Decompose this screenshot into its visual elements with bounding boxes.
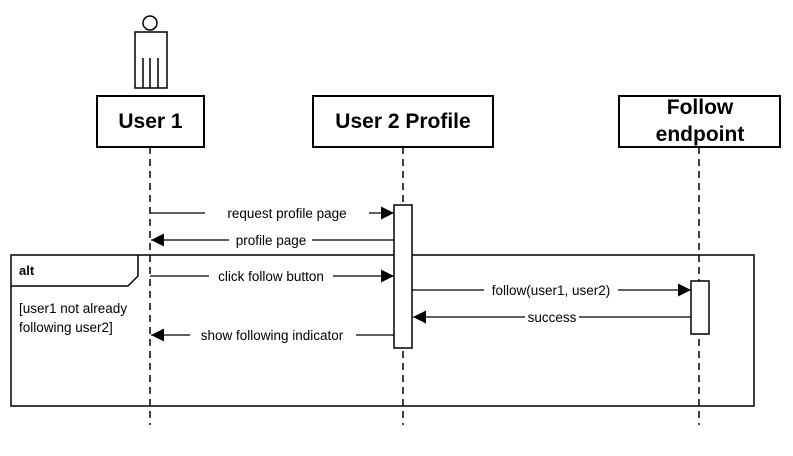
message-follow-call-label: follow(user1, user2) — [492, 283, 611, 298]
participant-follow-label-line1: Follow — [667, 96, 734, 119]
alt-guard-line2: following user2] — [19, 320, 113, 335]
participant-follow-label-line2: endpoint — [656, 123, 745, 146]
profile-activation-bar — [393, 204, 413, 349]
message-show-following-indicator-label: show following indicator — [201, 328, 344, 343]
participant-user1[interactable]: User 1 — [96, 95, 205, 148]
message-profile-page: profile page — [151, 232, 394, 248]
participant-user2-profile[interactable]: User 2 Profile — [312, 95, 494, 148]
message-success-label: success — [528, 310, 577, 325]
message-profile-page-label: profile page — [236, 233, 307, 248]
message-show-following-indicator: show following indicator — [151, 327, 394, 343]
actor-icon — [134, 15, 168, 89]
message-request-profile-page: request profile page — [150, 205, 394, 221]
follow-activation-bar — [690, 280, 710, 335]
alt-guard-line1: [user1 not already — [19, 301, 127, 316]
participant-follow-endpoint[interactable]: Follow endpoint — [618, 95, 781, 148]
message-follow-call: follow(user1, user2) — [412, 282, 691, 298]
alt-operator-label: alt — [19, 263, 35, 278]
message-click-follow-button: click follow button — [150, 268, 394, 284]
participant-user1-label: User 1 — [118, 110, 183, 133]
participant-profile-label: User 2 Profile — [335, 110, 470, 133]
alt-fragment: alt [user1 not already following user2] — [10, 254, 755, 407]
message-click-follow-button-label: click follow button — [218, 269, 324, 284]
message-success: success — [413, 309, 691, 325]
message-request-profile-page-label: request profile page — [227, 206, 346, 221]
